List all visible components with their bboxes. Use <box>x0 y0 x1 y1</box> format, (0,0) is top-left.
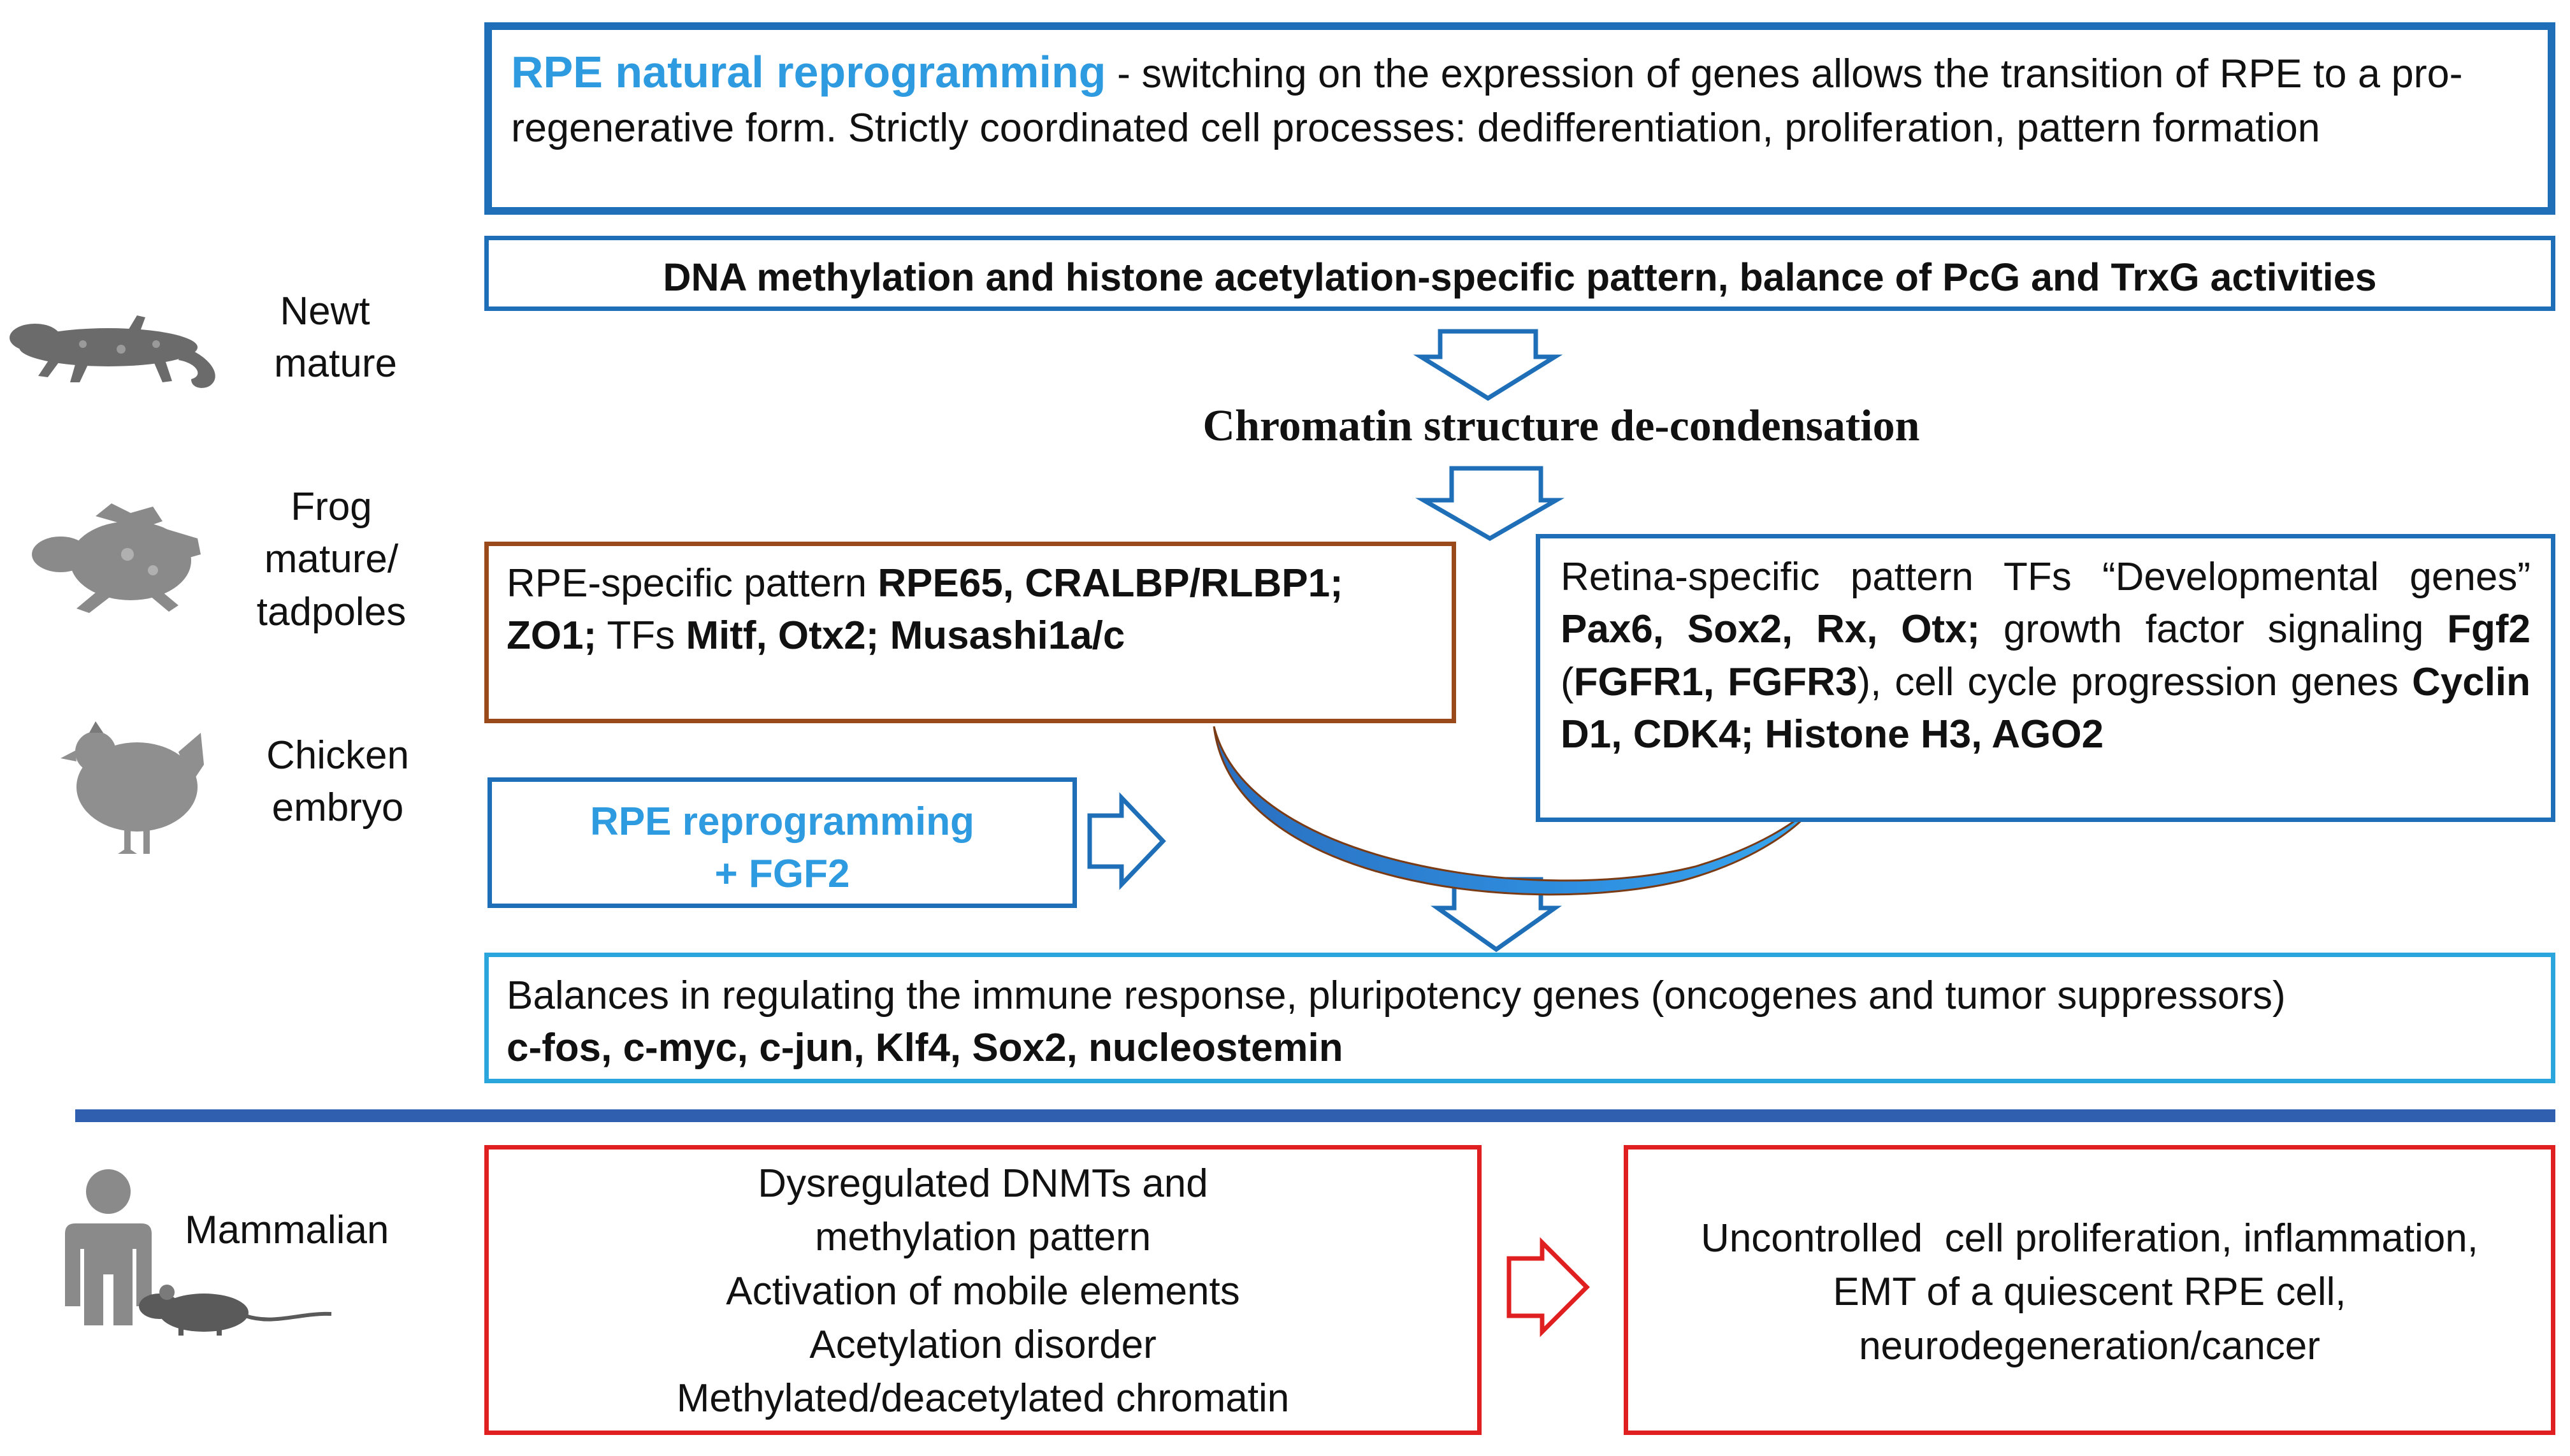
right-arrow-fgf2 <box>1087 792 1166 890</box>
box-fgf2: RPE reprogramming + FGF2 <box>487 777 1077 908</box>
natural-reprogramming-title: RPE natural reprogramming <box>511 47 1106 97</box>
red-right-arrow <box>1506 1237 1590 1337</box>
methylation-text: DNA methylation and histone acetylation-… <box>663 256 2377 299</box>
chromatin-text: Chromatin structure de-condensation <box>1202 401 1920 450</box>
box-methylation: DNA methylation and histone acetylation-… <box>484 236 2555 311</box>
rpe-pattern-text-1: RPE-specific pattern <box>507 561 878 605</box>
chicken-icon <box>61 721 204 854</box>
box-uncontrolled: Uncontrolled cell proliferation, inflamm… <box>1624 1145 2555 1435</box>
fgf2-line2: + FGF2 <box>714 852 850 897</box>
dysregulated-line-3: Activation of mobile elements <box>726 1269 1240 1313</box>
label-mammalian: Mammalian <box>185 1208 389 1252</box>
label-chicken: Chicken embryo <box>242 730 433 835</box>
immune-line1: Balances in regulating the immune respon… <box>507 974 2286 1018</box>
fgf2-line1: RPE reprogramming <box>590 800 974 844</box>
label-frog-line3: tadpoles <box>256 589 407 634</box>
dysregulated-line-4: Acetylation disorder <box>809 1322 1157 1367</box>
box-dysregulated: Dysregulated DNMTs and methylation patte… <box>484 1145 1482 1435</box>
retina-text-3: ( <box>1561 660 1574 704</box>
immune-genes: c-fos, c-myc, c-jun, Klf4, Sox2, nucleos… <box>507 1026 1343 1070</box>
label-frog-line1: Frog <box>291 485 372 529</box>
label-newt-line1: Newt <box>280 289 370 333</box>
label-chicken-line1: Chicken <box>266 733 409 777</box>
newt-icon <box>10 315 215 388</box>
box-retina-pattern: Retina-specific pattern TFs “Development… <box>1536 534 2555 822</box>
frog-icon <box>32 503 201 613</box>
human-icon <box>65 1169 152 1325</box>
label-newt-line2: mature <box>274 342 397 386</box>
retina-text-4: ), cell cycle progression genes <box>1857 660 2412 704</box>
retina-genes-1: Pax6, Sox2, Rx, Otx; <box>1561 607 1981 652</box>
retina-genes-2: Fgf2 <box>2447 607 2530 652</box>
box-immune: Balances in regulating the immune respon… <box>484 953 2555 1083</box>
dysregulated-line-2: methylation pattern <box>814 1215 1151 1260</box>
down-arrow-2 <box>1415 466 1565 542</box>
box-rpe-pattern: RPE-specific pattern RPE65, CRALBP/RLBP1… <box>484 542 1456 723</box>
rpe-pattern-genes-2: Mitf, Otx2; Musashi1a/c <box>686 614 1125 658</box>
down-arrow-1 <box>1413 329 1563 401</box>
label-frog-line2: mature/ <box>264 537 399 582</box>
dysregulated-line-5: Methylated/deacetylated chromatin <box>676 1376 1290 1421</box>
retina-text-2: growth factor signaling <box>1980 607 2448 652</box>
uncontrolled-line-2: EMT of a quiescent RPE cell, <box>1833 1270 2346 1315</box>
rpe-pattern-genes-1: RPE65, CRALBP/RLBP1; ZO1; <box>507 561 1343 658</box>
dysregulated-line-1: Dysregulated DNMTs and <box>758 1162 1208 1206</box>
retina-genes-3: FGFR1, FGFR3 <box>1573 660 1858 704</box>
box-natural-reprogramming: RPE natural reprogramming - switching on… <box>484 22 2555 215</box>
rpe-pattern-text-2: TFs <box>596 614 686 658</box>
retina-genes-4: Cyclin D1, CDK4; Histone H3, AGO2 <box>1561 660 2531 757</box>
label-newt: Newt mature <box>255 285 397 391</box>
label-frog: Frog mature/ tadpoles <box>242 481 421 638</box>
label-chicken-line2: embryo <box>271 786 404 830</box>
retina-text-1: Retina-specific pattern TFs “Development… <box>1561 555 2530 599</box>
section-divider <box>75 1109 2555 1122</box>
uncontrolled-line-3: neurodegeneration/cancer <box>1859 1323 2320 1368</box>
mouse-icon <box>139 1285 332 1336</box>
natural-reprogramming-text: - switching on the expression of genes a… <box>511 52 2463 151</box>
uncontrolled-line-1: Uncontrolled cell proliferation, inflamm… <box>1701 1216 2478 1260</box>
